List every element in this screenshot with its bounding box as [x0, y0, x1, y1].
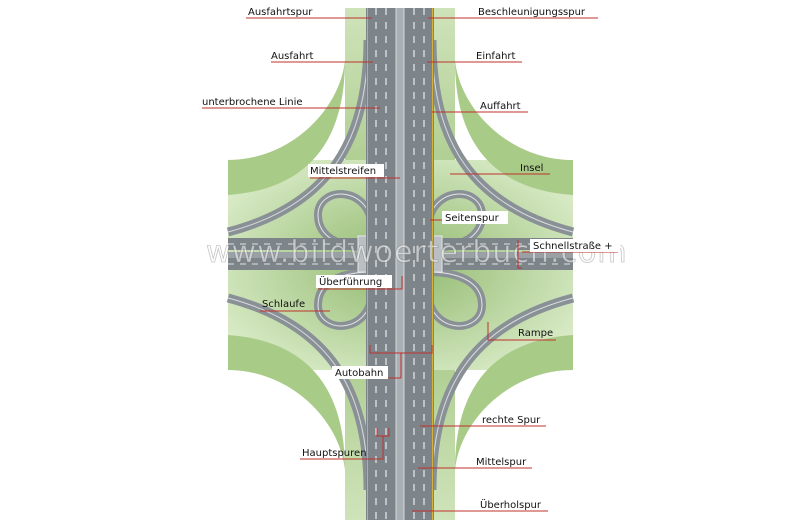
grass-ne: [455, 60, 573, 195]
label-mittelspur: Mittelspur: [476, 457, 527, 468]
label-rampe: Rampe: [518, 328, 553, 339]
label-ueberfuehrung: Überführung: [319, 275, 382, 288]
motorway: [366, 8, 434, 520]
watermark-text: www.bildwoerterbuch.com: [206, 235, 628, 270]
label-seitenspur: Seitenspur: [445, 213, 500, 224]
label-ausfahrtspur: Ausfahrtspur: [248, 7, 313, 18]
box-seitenspur: [442, 211, 508, 224]
label-insel: Insel: [520, 163, 543, 174]
motorway-west-carriage: [366, 8, 396, 520]
grass-sw: [228, 335, 345, 470]
grass-se: [455, 335, 573, 470]
label-schnellstrasse: Schnellstraße +: [533, 241, 613, 252]
box-mittelstreifen: [308, 164, 384, 177]
label-unterbrochene-linie: unterbrochene Linie: [202, 97, 303, 108]
label-einfahrt: Einfahrt: [476, 51, 516, 62]
label-rechte-spur: rechte Spur: [482, 415, 541, 426]
label-ueberholspur: Überholspur: [480, 498, 542, 511]
label-autobahn: Autobahn: [335, 368, 383, 379]
motorway-median: [396, 8, 404, 520]
label-hauptspuren: Hauptspuren: [302, 448, 367, 459]
grass-nw: [228, 60, 345, 195]
box-autobahn: [332, 366, 388, 379]
label-mittelstreifen: Mittelstreifen: [310, 166, 376, 177]
label-ausfahrt: Ausfahrt: [271, 51, 313, 62]
box-ueberfuehrung: [316, 275, 392, 288]
motorway-east-carriage: [404, 8, 434, 520]
labels: Ausfahrtspur Beschleunigungsspur Ausfahr…: [202, 7, 620, 511]
label-schlaufe: Schlaufe: [262, 299, 305, 310]
label-auffahrt: Auffahrt: [480, 101, 521, 112]
box-schnellstrasse: [530, 239, 620, 252]
label-beschleunigungsspur: Beschleunigungsspur: [478, 7, 586, 18]
